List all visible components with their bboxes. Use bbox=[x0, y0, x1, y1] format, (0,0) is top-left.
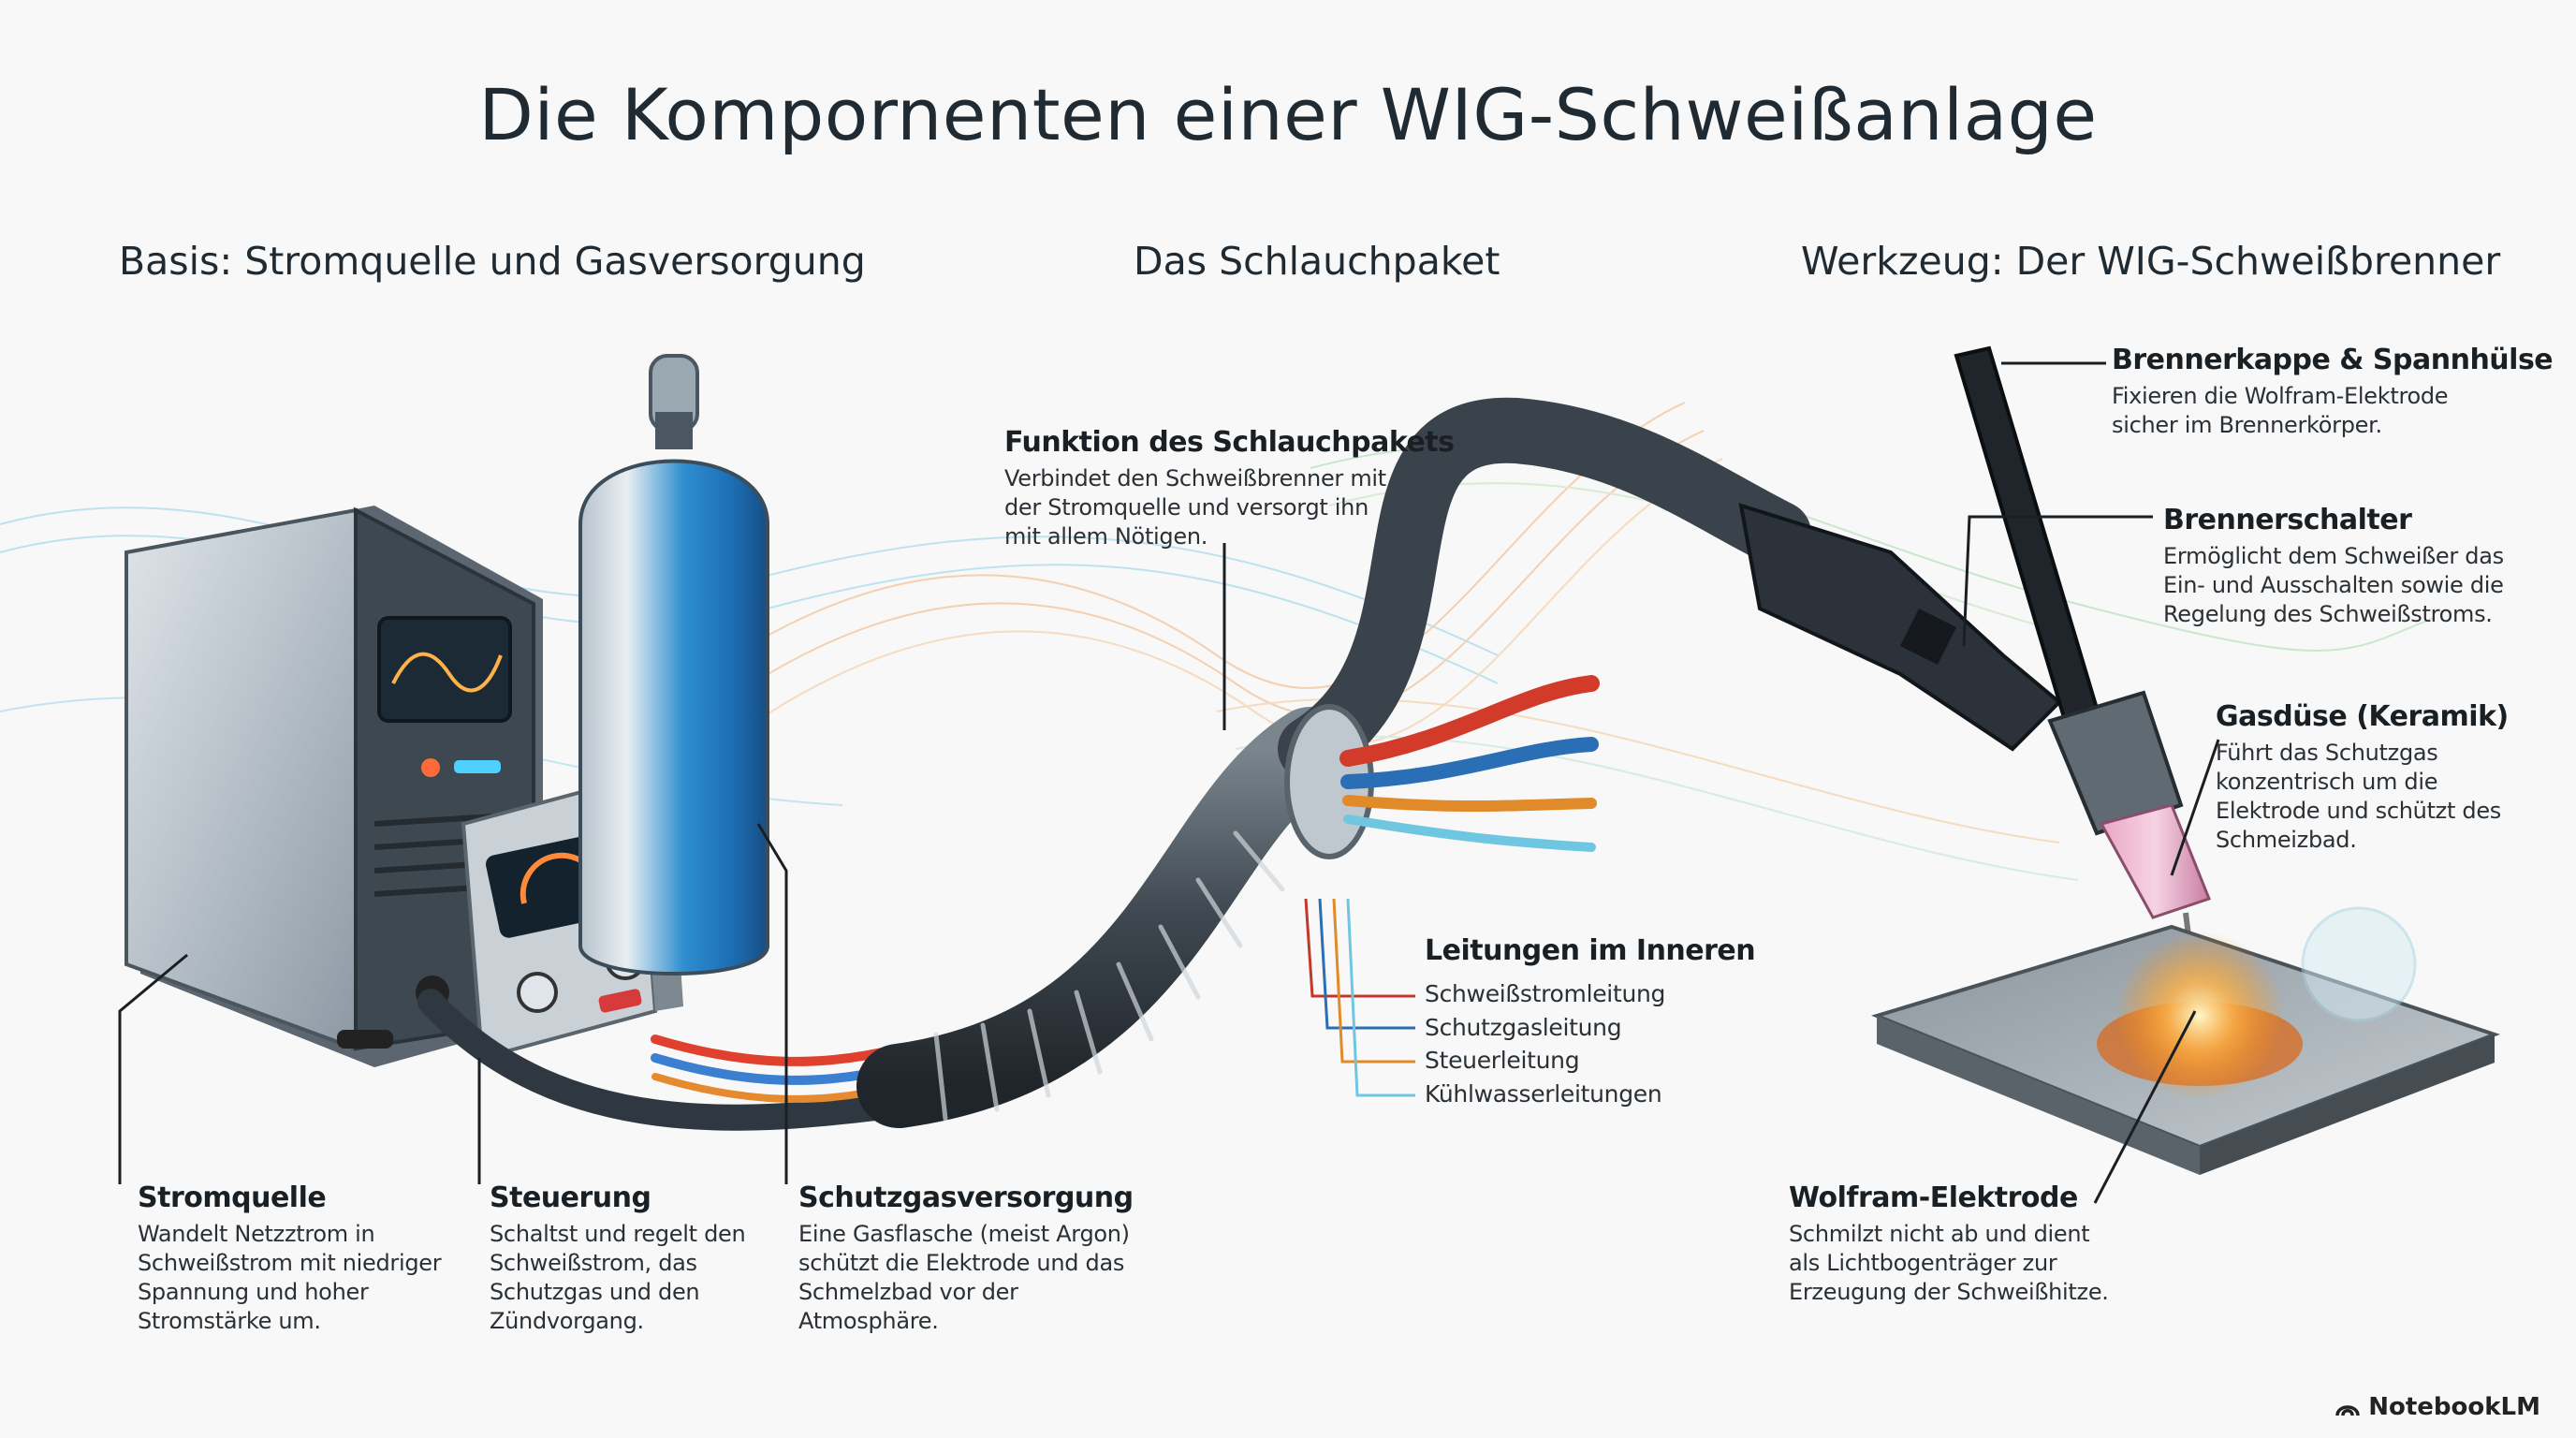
notebooklm-logo-icon bbox=[2335, 1405, 2360, 1416]
hose-package bbox=[856, 397, 1811, 1128]
section-heading-schlauchpaket: Das Schlauchpaket bbox=[1134, 239, 1500, 284]
callout-body-line: Schaltst und regelt den bbox=[490, 1221, 746, 1247]
list-item: Steuerleitung bbox=[1425, 1047, 1580, 1074]
callout-body-line: Führt das Schutzgas bbox=[2216, 740, 2438, 766]
welding-torch bbox=[1738, 345, 2211, 1012]
callout-heading: Brennerschalter bbox=[2163, 504, 2412, 536]
callout-heading: Stromquelle bbox=[138, 1181, 327, 1214]
callout-body-line: Regelung des Schweißstroms. bbox=[2163, 601, 2493, 627]
workpiece bbox=[1870, 906, 2500, 1175]
callout-body-line: Schmelzbad vor der bbox=[798, 1279, 1018, 1305]
callout-body-line: mit allem Nötigen. bbox=[1004, 523, 1208, 550]
leader-lines bbox=[118, 361, 2220, 1204]
callout-body-line: Ermöglicht dem Schweißer das bbox=[2163, 543, 2504, 569]
callout-body-line: Schweißstrom, das bbox=[490, 1250, 697, 1276]
callout-brennerkappe: Brennerkappe & Spannhülse Fixieren die W… bbox=[2112, 344, 2554, 440]
callout-body-line: Schmilzt nicht ab und dient bbox=[1789, 1221, 2090, 1247]
callout-body-line: Spannung und hoher bbox=[138, 1279, 369, 1305]
callout-stromquelle: Stromquelle Wandelt Netzztrom in Schweiß… bbox=[138, 1181, 442, 1336]
list-item: Schutzgasleitung bbox=[1425, 1013, 1622, 1041]
callout-heading: Steuerung bbox=[490, 1181, 651, 1214]
callout-wolfram-elektrode: Wolfram-Elektrode Schmilzt nicht ab und … bbox=[1789, 1181, 2109, 1307]
callout-body-line: Verbindet den Schweißbrenner mit bbox=[1004, 465, 1386, 492]
callout-heading: Funktion des Schlauchpakets bbox=[1004, 426, 1455, 459]
watermark-text: NotebookLM bbox=[2368, 1393, 2540, 1421]
callout-body-line: sicher im Brennerkörper. bbox=[2112, 412, 2382, 438]
power-source bbox=[124, 506, 543, 1067]
list-item: Kühlwasserleitungen bbox=[1425, 1079, 1662, 1108]
callout-body-line: Fixieren die Wolfram-Elektrode bbox=[2112, 383, 2449, 409]
callout-body-line: Zündvorgang. bbox=[490, 1308, 644, 1334]
watermark: NotebookLM bbox=[2334, 1393, 2540, 1421]
callout-body-line: Elektrode und schützt des bbox=[2216, 798, 2502, 824]
callout-body-line: der Stromquelle und versorgt ihn bbox=[1004, 494, 1369, 521]
callout-heading: Leitungen im Inneren bbox=[1425, 934, 1756, 967]
leitungen-list: Schweißstromleitung Schutzgasleitung Ste… bbox=[1425, 977, 1665, 1110]
callout-body-line: Stromstärke um. bbox=[138, 1308, 321, 1334]
callout-body-line: konzentrisch um die bbox=[2216, 769, 2438, 795]
callout-heading: Brennerkappe & Spannhülse bbox=[2112, 344, 2554, 376]
callout-body-line: Ein- und Ausschalten sowie die bbox=[2163, 572, 2504, 598]
callout-gasduese: Gasdüse (Keramik) Führt das Schutzgas ko… bbox=[2216, 700, 2509, 855]
callout-body-line: Wandelt Netzztrom in bbox=[138, 1221, 375, 1247]
callout-heading: Wolfram-Elektrode bbox=[1789, 1181, 2078, 1214]
callout-schlauchpaket: Funktion des Schlauchpakets Verbindet de… bbox=[1004, 426, 1455, 551]
callout-body-line: Schutzgas und den bbox=[490, 1279, 700, 1305]
page-title: Die Kompornenten einer WIG-Schweißanlage bbox=[478, 73, 2098, 156]
callout-body-line: Erzeugung der Schweißhitze. bbox=[1789, 1279, 2109, 1305]
callout-brennerschalter: Brennerschalter Ermöglicht dem Schweißer… bbox=[2163, 504, 2504, 629]
callout-schutzgasversorgung: Schutzgasversorgung Eine Gasflasche (mei… bbox=[798, 1181, 1134, 1336]
callout-body-line: als Lichtbogenträger zur bbox=[1789, 1250, 2057, 1276]
callout-body-line: schützt die Elektrode und das bbox=[798, 1250, 1125, 1276]
list-item: Schweißstromleitung bbox=[1425, 980, 1666, 1007]
callout-body-line: Schmeizbad. bbox=[2216, 827, 2357, 853]
gas-cylinder bbox=[578, 354, 769, 976]
section-heading-werkzeug: Werkzeug: Der WIG-Schweißbrenner bbox=[1801, 239, 2501, 284]
section-heading-basis: Basis: Stromquelle und Gasversorgung bbox=[119, 239, 866, 284]
callout-steuerung: Steuerung Schaltst und regelt den Schwei… bbox=[490, 1181, 746, 1336]
callout-body-line: Schweißstrom mit niedriger bbox=[138, 1250, 442, 1276]
callout-body-line: Eine Gasflasche (meist Argon) bbox=[798, 1221, 1130, 1247]
callout-body-line: Atmosphäre. bbox=[798, 1308, 939, 1334]
callout-heading: Gasdüse (Keramik) bbox=[2216, 700, 2509, 733]
callout-heading: Schutzgasversorgung bbox=[798, 1181, 1134, 1214]
callout-leitungen: Leitungen im Inneren bbox=[1425, 934, 1756, 973]
